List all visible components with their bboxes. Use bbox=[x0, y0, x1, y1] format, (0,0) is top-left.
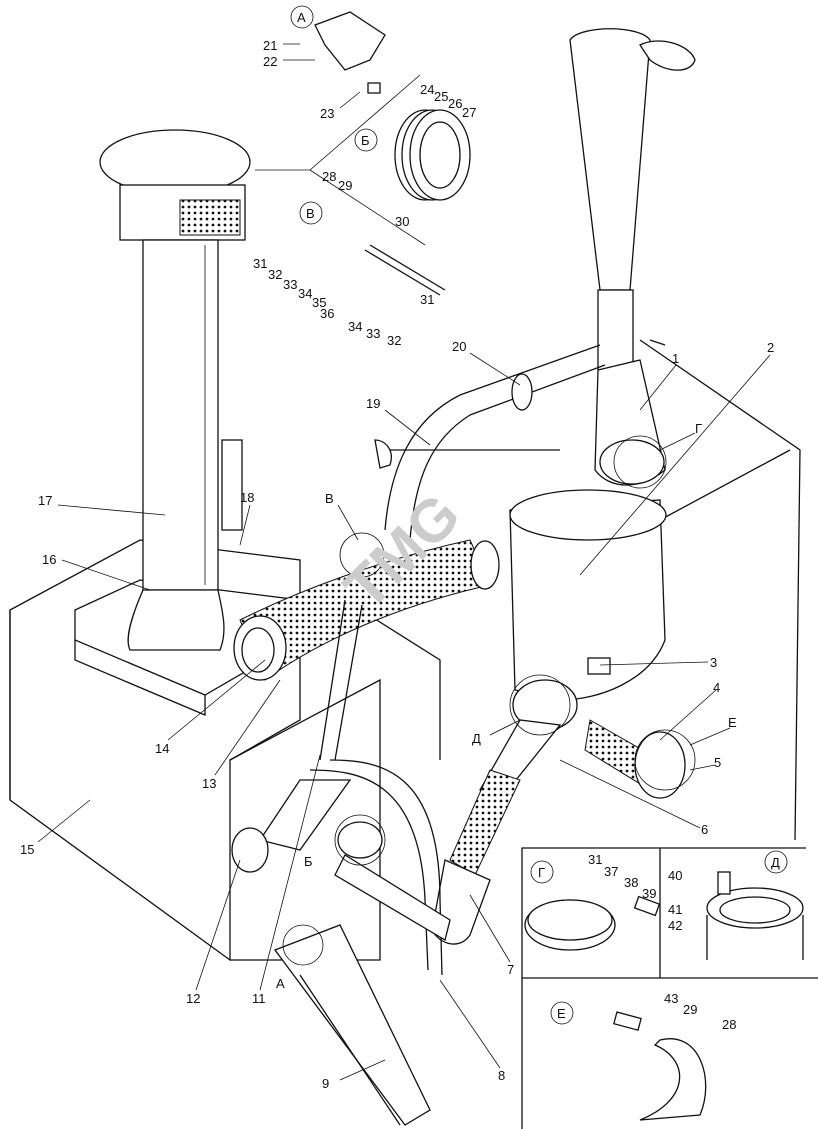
label-26: 26 bbox=[448, 96, 462, 111]
label-G-main: Г bbox=[695, 421, 702, 436]
inset-E-labels: Е 43 29 28 bbox=[557, 991, 736, 1032]
label-1: 1 bbox=[672, 351, 679, 366]
label-12: 12 bbox=[186, 991, 200, 1006]
label-24: 24 bbox=[420, 82, 434, 97]
label-9: 9 bbox=[322, 1076, 329, 1091]
label-37: 37 bbox=[604, 864, 618, 879]
label-27: 27 bbox=[462, 105, 476, 120]
label-33: 33 bbox=[283, 277, 297, 292]
label-33b: 33 bbox=[366, 326, 380, 341]
detail-exploded-top bbox=[255, 11, 471, 296]
label-21: 21 bbox=[263, 38, 277, 53]
label-34: 34 bbox=[298, 286, 312, 301]
label-31: 31 bbox=[253, 256, 267, 271]
detail-insets-frame bbox=[521, 847, 818, 1129]
label-32: 32 bbox=[268, 267, 282, 282]
letter-circles bbox=[290, 5, 788, 1025]
label-38: 38 bbox=[624, 875, 638, 890]
label-25: 25 bbox=[434, 89, 448, 104]
label-7: 7 bbox=[507, 962, 514, 977]
intake-tube bbox=[569, 28, 696, 486]
label-34b: 34 bbox=[348, 319, 362, 334]
label-3: 3 bbox=[710, 655, 717, 670]
label-43: 43 bbox=[664, 991, 678, 1006]
vertical-exhaust-pipe bbox=[99, 129, 251, 651]
label-V-main: В bbox=[325, 491, 334, 506]
callout-labels: А Б В 21 22 23 24 25 26 27 28 29 30 31 3… bbox=[20, 10, 774, 1091]
label-28-inset: 28 bbox=[722, 1017, 736, 1032]
label-40: 40 bbox=[668, 868, 682, 883]
label-E-main: Е bbox=[728, 715, 737, 730]
inset-E-title: Е bbox=[557, 1006, 566, 1021]
label-V-top: В bbox=[306, 206, 315, 221]
label-41: 41 bbox=[668, 902, 682, 917]
label-31b: 31 bbox=[420, 292, 434, 307]
label-16: 16 bbox=[42, 552, 56, 567]
label-42: 42 bbox=[668, 918, 682, 933]
label-19: 19 bbox=[366, 396, 380, 411]
label-18: 18 bbox=[240, 490, 254, 505]
label-20: 20 bbox=[452, 339, 466, 354]
label-2: 2 bbox=[767, 340, 774, 355]
label-32b: 32 bbox=[387, 333, 401, 348]
inset-G-labels: Г 31 37 38 39 bbox=[538, 852, 656, 901]
label-A-top: А bbox=[297, 10, 306, 25]
label-13: 13 bbox=[202, 776, 216, 791]
label-22: 22 bbox=[263, 54, 277, 69]
label-23: 23 bbox=[320, 106, 334, 121]
label-30: 30 bbox=[395, 214, 409, 229]
label-31-inset: 31 bbox=[588, 852, 602, 867]
lower-pipes bbox=[231, 599, 686, 976]
frame-beam bbox=[273, 924, 431, 1126]
label-5: 5 bbox=[714, 755, 721, 770]
label-4: 4 bbox=[713, 680, 720, 695]
label-28: 28 bbox=[322, 169, 336, 184]
label-B-top: Б bbox=[361, 133, 370, 148]
detail-markers bbox=[282, 435, 696, 966]
inset-D-title: Д bbox=[771, 855, 780, 870]
label-6: 6 bbox=[701, 822, 708, 837]
flexible-hose bbox=[233, 539, 500, 681]
label-15: 15 bbox=[20, 842, 34, 857]
label-11: 11 bbox=[252, 991, 266, 1006]
label-D-main: Д bbox=[472, 731, 481, 746]
label-29: 29 bbox=[338, 178, 352, 193]
label-8: 8 bbox=[498, 1068, 505, 1083]
leader-lines bbox=[37, 43, 771, 1081]
label-B-main: Б bbox=[304, 854, 313, 869]
label-14: 14 bbox=[155, 741, 169, 756]
label-35: 35 bbox=[312, 295, 326, 310]
label-29-inset: 29 bbox=[683, 1002, 697, 1017]
cab-panel bbox=[639, 339, 801, 841]
label-17: 17 bbox=[38, 493, 52, 508]
label-39: 39 bbox=[642, 886, 656, 901]
label-A-main: А bbox=[276, 976, 285, 991]
label-36: 36 bbox=[320, 306, 334, 321]
silencer bbox=[509, 489, 667, 701]
inset-D-labels: Д 40 41 42 bbox=[668, 855, 780, 933]
inset-G-title: Г bbox=[538, 865, 545, 880]
